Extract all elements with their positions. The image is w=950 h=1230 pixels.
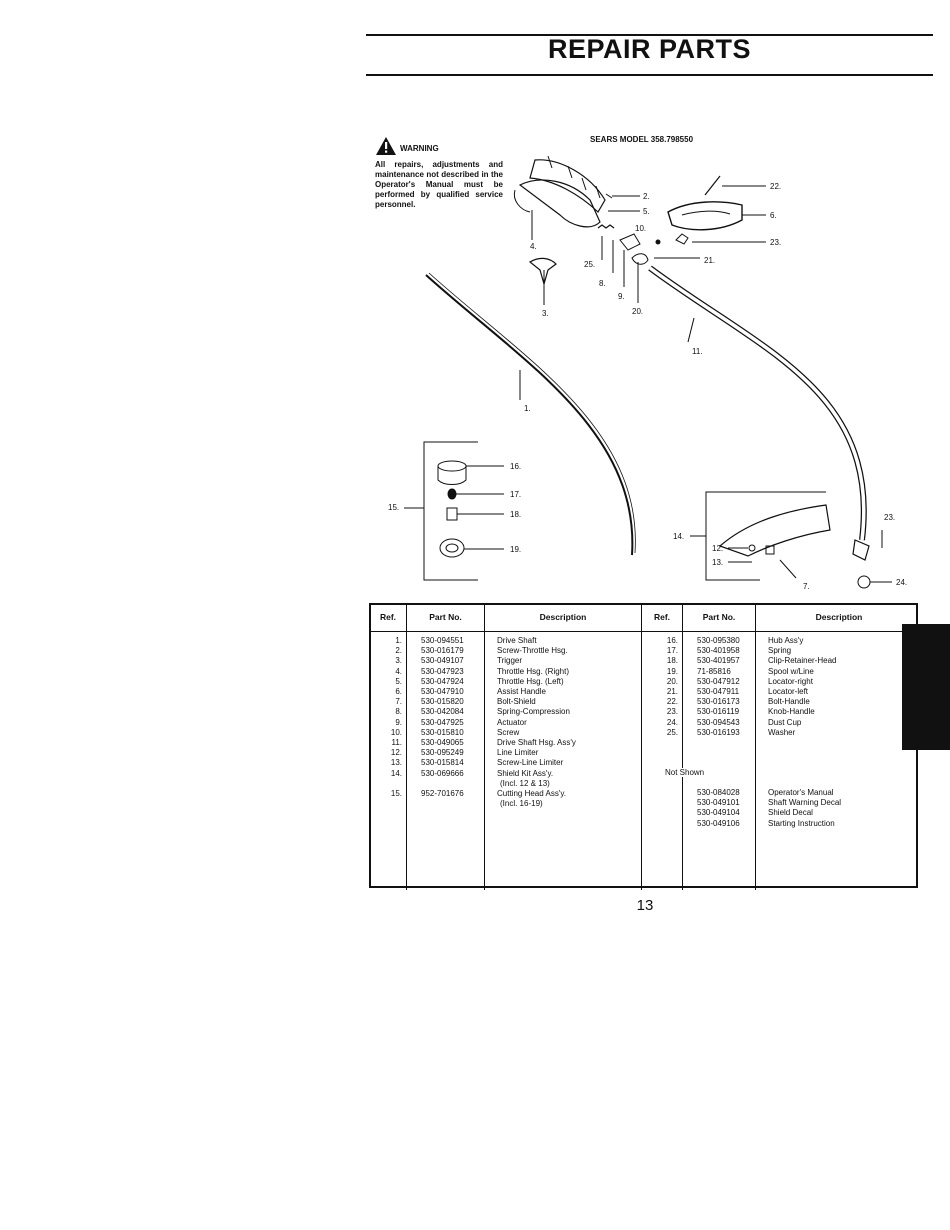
col-desc-left: Drive Shaft Screw-Throttle Hsg. Trigger … — [484, 631, 642, 890]
trigger — [528, 257, 557, 287]
col-desc-right: Hub Ass'y Spring Clip-Retainer-Head Spoo… — [768, 636, 842, 828]
col-partno-right: 530-095380 530-401958 530-401957 71-8581… — [682, 631, 756, 890]
title-underline — [366, 74, 933, 76]
parts-table: Ref. Part No. Description Ref. Part No. … — [370, 603, 922, 890]
header-ref-left: Ref. — [370, 603, 407, 632]
callout-6: 6. — [770, 211, 777, 220]
callout-22: 22. — [770, 182, 782, 191]
callout-10: 10. — [635, 224, 647, 233]
header-desc-right: Description — [755, 603, 922, 632]
warning-triangle-icon — [376, 137, 396, 155]
section-tab — [902, 624, 950, 750]
page-number: 13 — [636, 897, 654, 914]
callout-12: 12. — [712, 544, 724, 553]
warning-text: All repairs, adjustments and maintenance… — [375, 160, 503, 209]
callout-5: 5. — [643, 207, 650, 216]
callout-18: 18. — [510, 510, 522, 519]
header-ref-right: Ref. — [641, 603, 683, 632]
callout-20: 20. — [632, 307, 644, 316]
table-row: 1. — [395, 636, 402, 645]
callout-8: 8. — [599, 279, 606, 288]
header-desc-left: Description — [484, 603, 642, 632]
exploded-parts-diagram — [404, 155, 892, 589]
callout-9: 9. — [618, 292, 625, 301]
callout-19: 19. — [510, 545, 522, 554]
callout-15: 15. — [388, 503, 400, 512]
warning-title: WARNING — [400, 144, 439, 153]
callout-4: 4. — [530, 242, 537, 251]
callout-3: 3. — [542, 309, 549, 318]
callout-11: 11. — [692, 347, 703, 356]
model-label: SEARS MODEL 358.798550 — [590, 135, 694, 144]
callout-24: 24. — [896, 578, 908, 587]
callout-23-lower: 23. — [884, 513, 896, 522]
top-rule — [366, 34, 933, 36]
throttle-housing-right — [529, 159, 606, 213]
callout-16: 16. — [510, 462, 522, 471]
callout-21: 21. — [704, 256, 716, 265]
drive-shaft-housing — [648, 265, 867, 541]
callout-17: 17. — [510, 490, 522, 499]
col-ref-left: 1. 2. 3. 4. 5. 6. 7. 8. 9. 10. 11. 12. 1… — [370, 631, 407, 890]
callout-14: 14. — [673, 532, 685, 541]
page-title: REPAIR PARTS — [547, 34, 751, 64]
callout-25: 25. — [584, 260, 596, 269]
callout-13: 13. — [712, 558, 724, 567]
callout-7: 7. — [803, 582, 810, 591]
actuator — [619, 233, 641, 251]
header-partno-right: Part No. — [682, 603, 756, 632]
callout-1: 1. — [524, 404, 531, 413]
col-ref-right: 16. 17. 18. 19. 20. 21. 22. 23. 24. 25. — [641, 631, 683, 890]
col-partno-left: 530-094551 530-016179 530-049107 530-047… — [406, 631, 485, 890]
callout-23-upper: 23. — [770, 238, 782, 247]
not-shown-label: Not Shown — [663, 768, 707, 777]
header-partno-left: Part No. — [406, 603, 485, 632]
drive-shaft — [425, 274, 634, 556]
assist-handle — [667, 201, 743, 231]
callout-2: 2. — [643, 192, 650, 201]
